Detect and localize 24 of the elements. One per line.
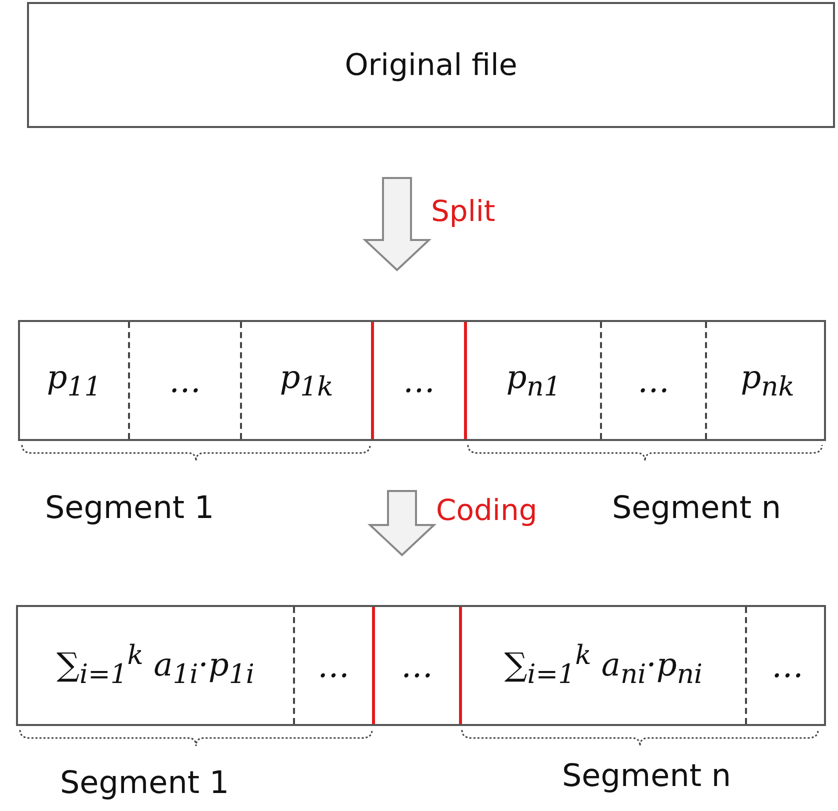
segment-label: Segment n bbox=[562, 758, 732, 794]
block-arrow bbox=[362, 177, 432, 272]
segment-strip bbox=[18, 320, 826, 441]
edge-label: Coding bbox=[436, 493, 538, 527]
math-text: ∑$_{i=1}$$^{k}$ a$_{ni}$·p$_{ni}$ bbox=[504, 640, 703, 691]
math-text: ∑$_{i=1}$$^{k}$ a$_{1i}$·p$_{1i}$ bbox=[56, 640, 254, 691]
math-text: … bbox=[638, 362, 670, 400]
math-text: … bbox=[318, 646, 350, 684]
math-text: p$_{n1}$ bbox=[506, 358, 561, 403]
segment-label: Segment n bbox=[612, 490, 782, 526]
block-arrow bbox=[367, 490, 437, 556]
segment-strip bbox=[16, 605, 826, 726]
segment-label: Segment 1 bbox=[60, 765, 230, 801]
math-text: … bbox=[403, 362, 435, 400]
math-text: … bbox=[772, 646, 804, 684]
math-text: p$_{nk}$ bbox=[740, 358, 794, 403]
math-text: p$_{11}$ bbox=[46, 358, 102, 403]
math-text: … bbox=[169, 362, 201, 400]
segment-label: Segment 1 bbox=[45, 490, 214, 526]
process-box bbox=[27, 2, 835, 128]
math-text: p$_{1k}$ bbox=[280, 358, 334, 403]
box-label: Original file bbox=[344, 48, 518, 82]
math-text: … bbox=[401, 646, 433, 684]
edge-label: Split bbox=[431, 194, 496, 228]
